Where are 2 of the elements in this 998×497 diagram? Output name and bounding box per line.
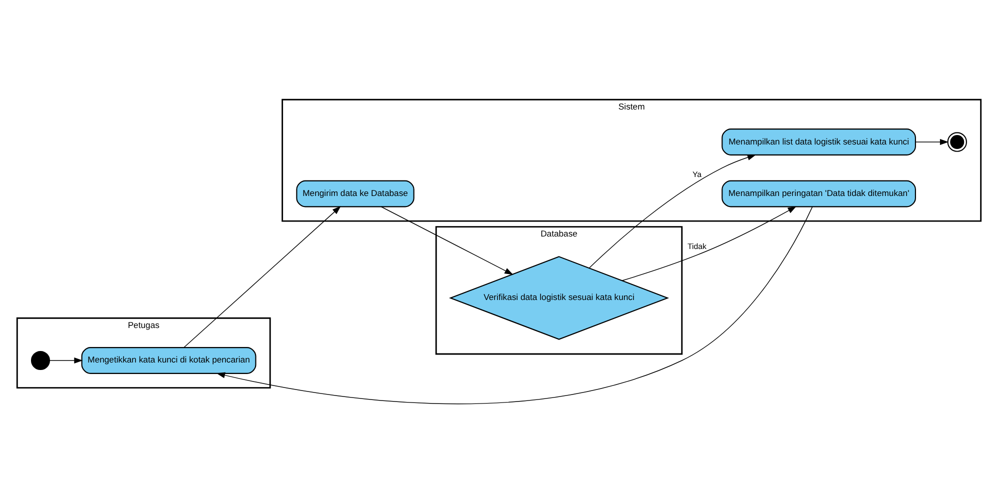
edge-label: Ya (692, 170, 702, 179)
edge-label: Tidak (687, 241, 706, 250)
